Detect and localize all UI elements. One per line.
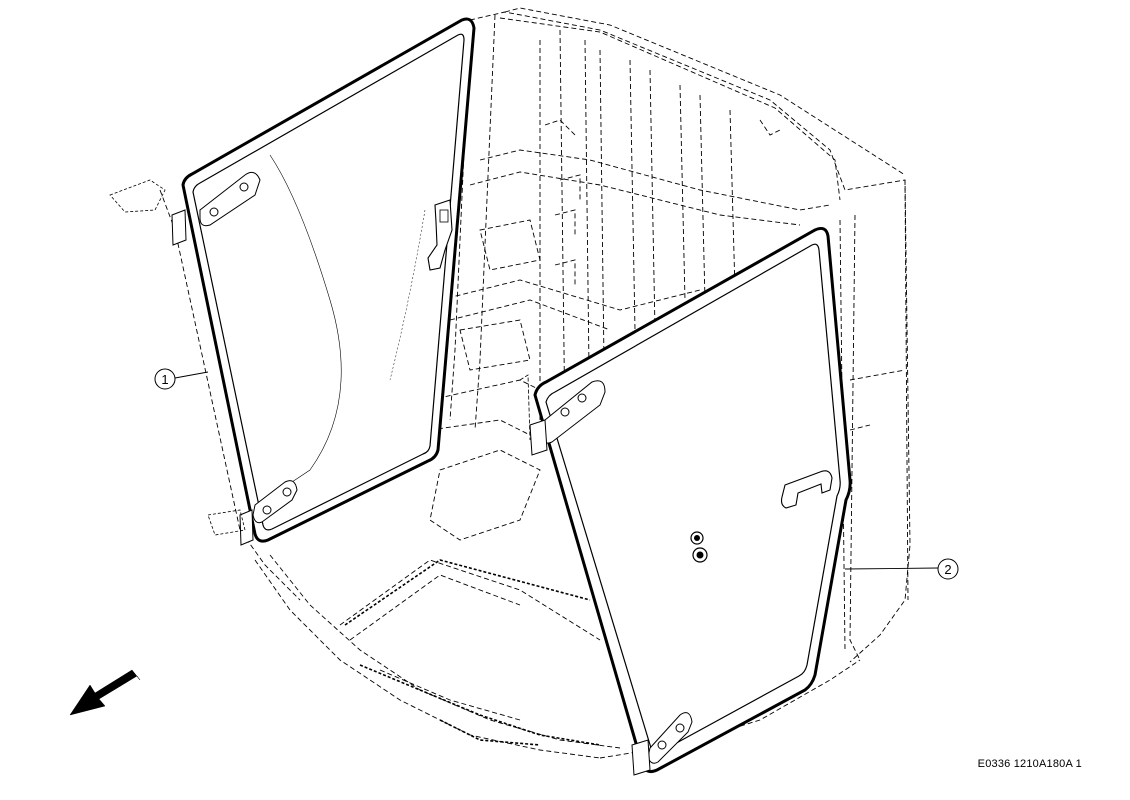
callout-2-label: 2 — [944, 562, 951, 577]
side-door-glass — [519, 227, 852, 776]
side-glass-door-handle — [780, 470, 833, 509]
front-glass-outer-seal — [181, 17, 476, 543]
callout-1: 1 — [154, 368, 209, 390]
front-glass-inner-edge — [192, 33, 465, 531]
front-direction-arrow-icon — [69, 669, 141, 716]
drawing-reference: E0336 1210A180A 1 — [977, 758, 1082, 770]
side-glass-outer-seal — [533, 227, 852, 773]
side-glass-lock — [690, 531, 708, 563]
cab-floor-edge — [344, 559, 601, 746]
callout-1-label: 1 — [161, 372, 168, 387]
front-door-glass — [109, 17, 476, 546]
callout-2: 2 — [844, 558, 959, 580]
